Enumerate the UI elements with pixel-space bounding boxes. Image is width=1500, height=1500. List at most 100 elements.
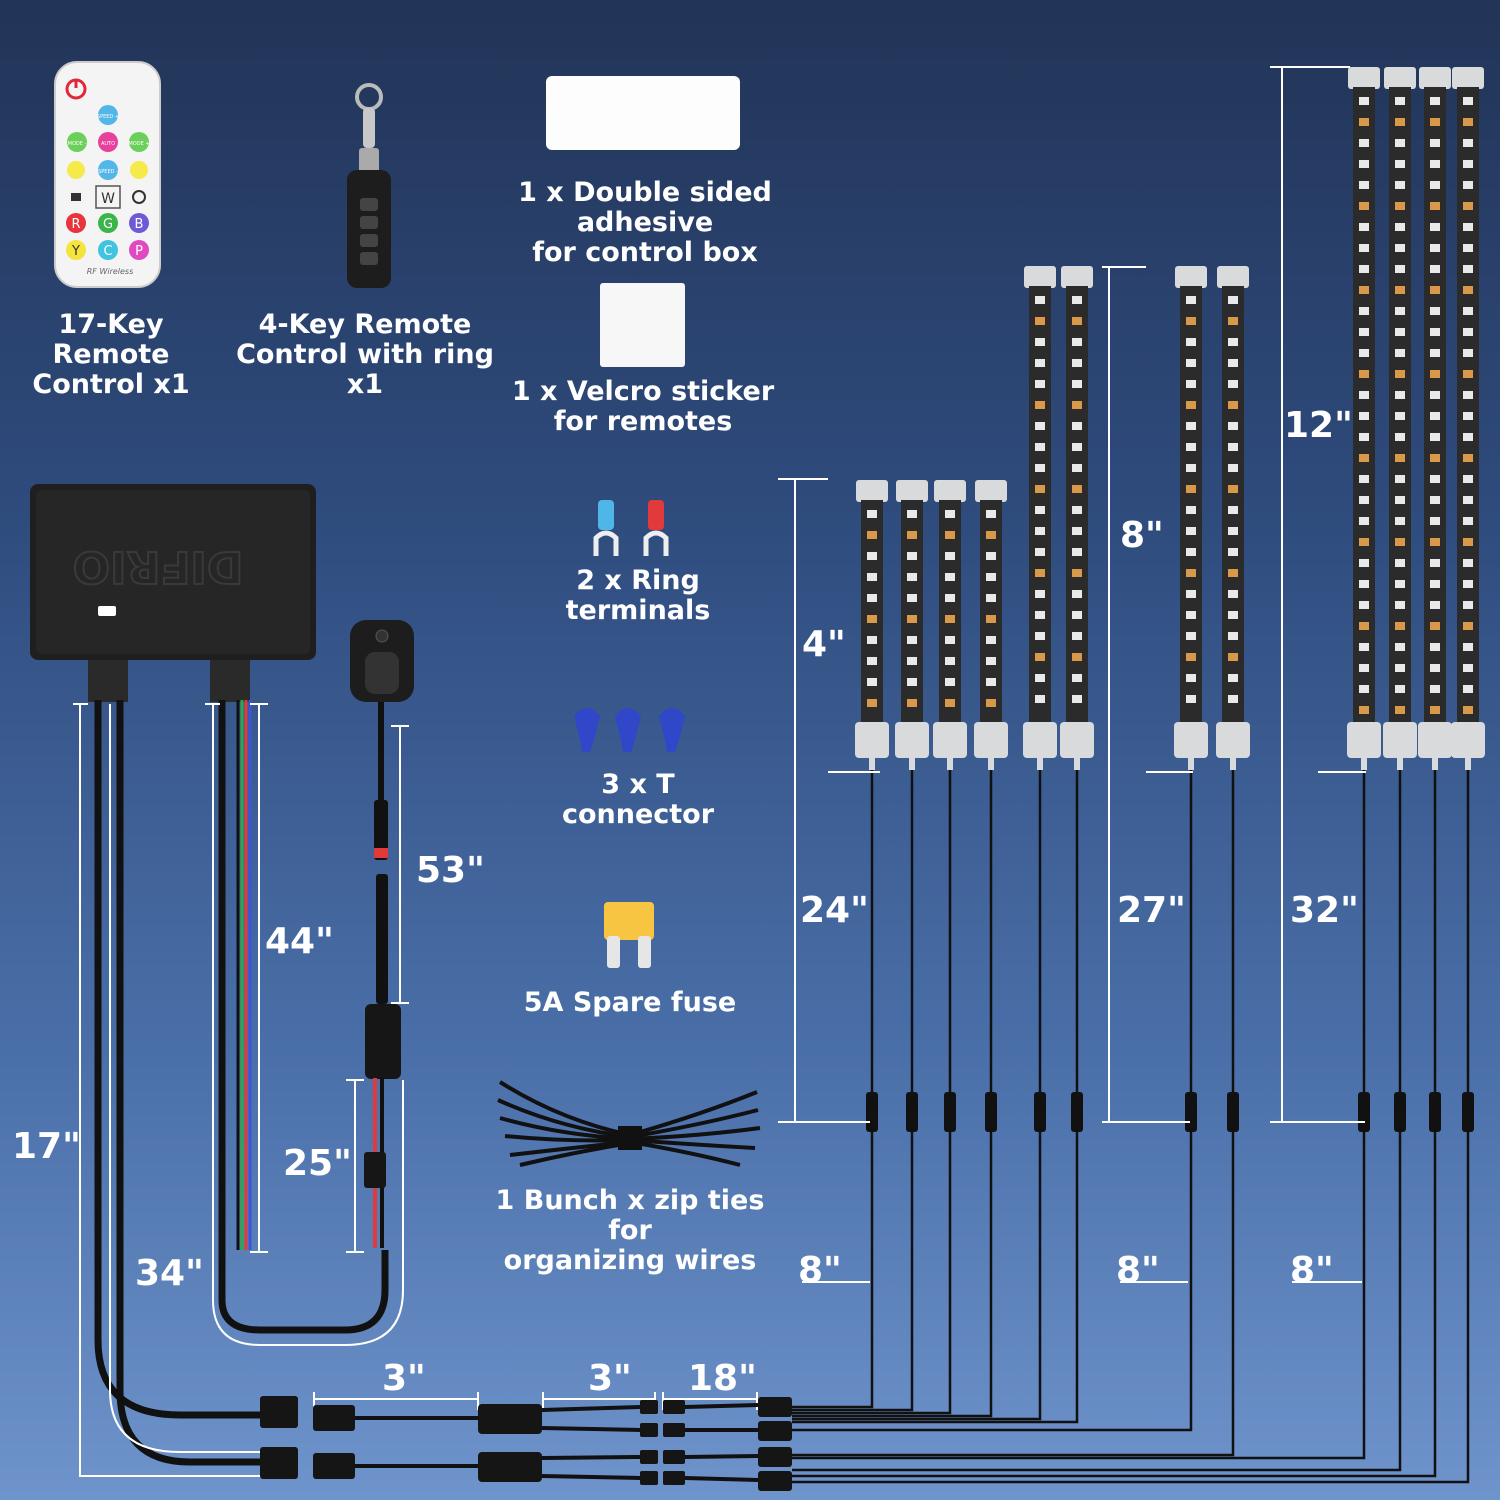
bar-inline-connector xyxy=(906,1092,918,1132)
led-chip xyxy=(1395,664,1405,672)
led-chip xyxy=(945,657,955,665)
led-chip xyxy=(1395,685,1405,693)
led-chip xyxy=(1228,548,1238,556)
led-chip xyxy=(1186,653,1196,661)
led-chip xyxy=(1463,685,1473,693)
led-chip xyxy=(986,510,996,518)
led-chip xyxy=(907,510,917,518)
led-chip xyxy=(1463,622,1473,630)
led-chip xyxy=(907,552,917,560)
led-chip xyxy=(1463,118,1473,126)
led-chip xyxy=(1072,674,1082,682)
bar-top-cap xyxy=(896,480,928,502)
led-chip xyxy=(867,615,877,623)
led-bar xyxy=(901,500,923,722)
led-chip xyxy=(1463,664,1473,672)
led-chip xyxy=(907,678,917,686)
bar-bottom-cap xyxy=(1216,722,1250,758)
led-chip xyxy=(1186,569,1196,577)
led-chip xyxy=(1359,685,1369,693)
led-chip xyxy=(1430,664,1440,672)
led-chip xyxy=(1072,317,1082,325)
led-chip xyxy=(1430,265,1440,273)
led-chip xyxy=(1395,181,1405,189)
led-chip xyxy=(1186,590,1196,598)
led-chip xyxy=(1430,244,1440,252)
bar-wire xyxy=(792,770,1042,1421)
dimension-lines xyxy=(73,703,758,1477)
led-chip xyxy=(1186,527,1196,535)
fuse-label: 5A Spare fuse xyxy=(523,987,737,1018)
led-chip xyxy=(1072,527,1082,535)
led-chip xyxy=(1395,391,1405,399)
led-chip xyxy=(1035,590,1045,598)
led-chip xyxy=(1463,160,1473,168)
led-bar xyxy=(980,500,1002,722)
dim-3-a: 3" xyxy=(382,1358,426,1399)
bar-bottom-cap xyxy=(855,722,889,758)
dim-tail-8-c: 8" xyxy=(1290,1250,1334,1291)
status-led xyxy=(98,606,116,616)
led-chip xyxy=(1186,695,1196,703)
led-chip xyxy=(1359,223,1369,231)
led-chip xyxy=(1186,674,1196,682)
led-chip xyxy=(907,636,917,644)
led-chip xyxy=(1035,527,1045,535)
led-chip xyxy=(1395,538,1405,546)
dim-18: 18" xyxy=(688,1358,757,1399)
led-chip xyxy=(1359,538,1369,546)
bar-top-cap xyxy=(1061,266,1093,288)
led-chip xyxy=(1395,139,1405,147)
dim-25: 25" xyxy=(283,1143,352,1184)
dim-tail-8-b: 8" xyxy=(1116,1250,1160,1291)
bar-wire xyxy=(792,770,1437,1478)
bar-inline-connector xyxy=(1185,1092,1197,1132)
svg-text:C: C xyxy=(103,244,112,259)
led-bar xyxy=(1353,87,1375,722)
led-chip xyxy=(867,678,877,686)
led-chip xyxy=(1395,706,1405,714)
led-chip xyxy=(1395,160,1405,168)
led-chip xyxy=(1359,181,1369,189)
led-chip xyxy=(986,636,996,644)
led-chip xyxy=(1035,653,1045,661)
led-chip xyxy=(1463,265,1473,273)
led-chip xyxy=(986,531,996,539)
led-chip xyxy=(1228,695,1238,703)
bar-bottom-cap xyxy=(1418,722,1452,758)
led-chip xyxy=(1463,181,1473,189)
led-chip xyxy=(1228,338,1238,346)
bar-inline-connector xyxy=(1462,1092,1474,1132)
dim-44: 44" xyxy=(265,921,334,962)
led-chip xyxy=(1430,286,1440,294)
dim-3-b: 3" xyxy=(588,1358,632,1399)
led-chip xyxy=(1359,454,1369,462)
svg-text:RF Wireless: RF Wireless xyxy=(87,267,134,276)
led-chip xyxy=(1430,349,1440,357)
led-chip xyxy=(1359,328,1369,336)
led-chip xyxy=(1228,590,1238,598)
led-chip xyxy=(1072,569,1082,577)
led-chip xyxy=(1463,643,1473,651)
led-chip xyxy=(1228,485,1238,493)
inline-switch xyxy=(350,620,414,1248)
led-chip xyxy=(867,552,877,560)
bar-top-cap xyxy=(1024,266,1056,288)
led-chip xyxy=(1228,296,1238,304)
bar-bottom-cap xyxy=(1060,722,1094,758)
led-chip xyxy=(1072,506,1082,514)
dim-cable-27: 27" xyxy=(1117,890,1186,931)
bar-top-cap xyxy=(1175,266,1207,288)
led-chip xyxy=(1430,433,1440,441)
led-chip xyxy=(1186,422,1196,430)
led-chip xyxy=(1430,622,1440,630)
led-chip xyxy=(1228,464,1238,472)
led-chip xyxy=(1186,611,1196,619)
bar-top-cap xyxy=(934,480,966,502)
led-chip xyxy=(1072,464,1082,472)
led-chip xyxy=(1463,433,1473,441)
